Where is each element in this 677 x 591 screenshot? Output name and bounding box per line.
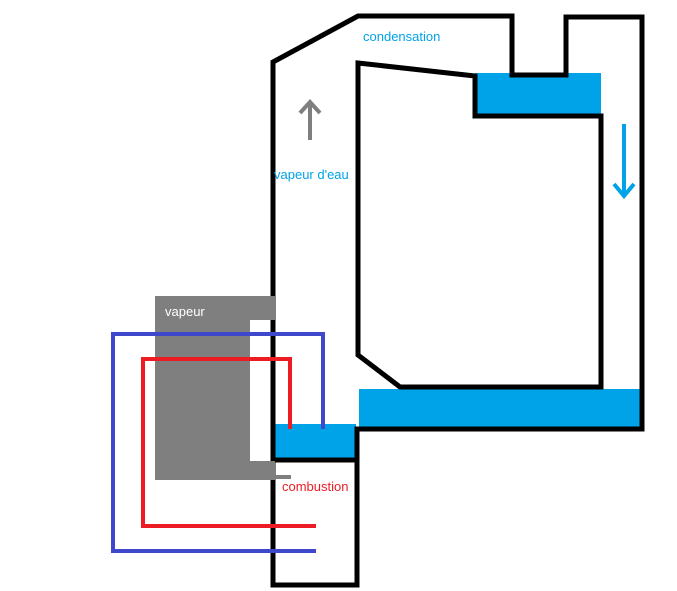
- top-water-reservoir: [475, 73, 601, 116]
- boiler-water: [275, 424, 356, 458]
- outer-structure-outline: [270, 13, 645, 588]
- arrow-up-icon: [298, 99, 322, 140]
- arrow-down-icon: [612, 124, 636, 200]
- steam-block: [155, 296, 276, 480]
- inner-structure-outline: [355, 60, 604, 390]
- condensation-label: condensation: [363, 29, 440, 44]
- combustion-label: combustion: [282, 479, 348, 494]
- steam-label: vapeur: [165, 304, 205, 319]
- hot-water-pipe: [141, 357, 316, 528]
- water-vapor-label: vapeur d'eau: [274, 167, 349, 182]
- cold-water-pipe: [111, 332, 325, 553]
- bottom-water-channel: [359, 389, 641, 429]
